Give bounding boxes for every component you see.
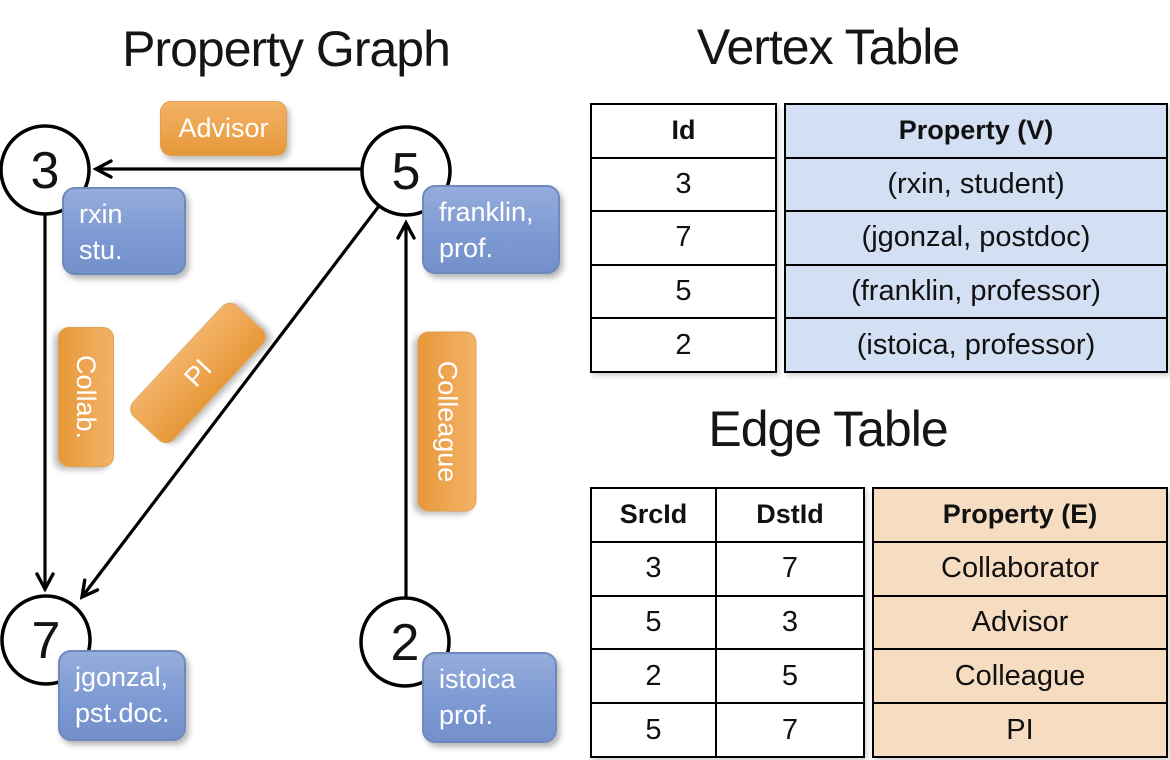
vertex-table-property-column: Property (V) (rxin, student) (jgonzal, p…	[784, 103, 1168, 373]
edge-table-row: 5 3	[592, 594, 863, 649]
edge-table-src-cell: 5	[592, 704, 717, 756]
edge-table-row: 5 7	[592, 702, 863, 756]
edge-table-dst-cell: 7	[781, 713, 799, 746]
vertex-table-id-header: Id	[671, 115, 696, 146]
edge-label-colleague: Colleague	[417, 331, 477, 512]
edge-5-to-7	[79, 205, 381, 600]
edge-table-dstid-header: DstId	[756, 499, 824, 530]
vertex-table-id-column: Id 3 7 5 2	[590, 103, 777, 373]
edge-table-property-cell: PI	[874, 702, 1166, 756]
edge-table-dst-cell: 3	[781, 605, 799, 638]
edge-table-property-cell: Colleague	[874, 648, 1166, 702]
edge-label-collab: Collab.	[58, 327, 114, 467]
vertex-table-property-cell: (rxin, student)	[786, 156, 1166, 211]
vertex-table-property-cell: (franklin, professor)	[786, 263, 1166, 318]
edge-table-property-cell: Collaborator	[874, 540, 1166, 595]
vertex-table-id-cell: 7	[592, 210, 775, 264]
vertex-table-property-cell: (jgonzal, postdoc)	[786, 210, 1166, 264]
vertex-node-3-id: 3	[31, 142, 60, 200]
vertex-callout-2-line2: prof.	[439, 700, 494, 731]
edge-table-header-row: SrcId DstId	[592, 489, 863, 541]
vertex-callout-7-line2: pst.doc.	[75, 698, 170, 729]
edge-table-src-cell: 5	[592, 596, 717, 649]
edge-table-src-cell: 2	[592, 650, 717, 703]
vertex-callout-5: franklin, prof.	[422, 185, 560, 274]
edge-table-dst-cell: 7	[781, 552, 799, 585]
vertex-node-5-id: 5	[392, 143, 421, 201]
vertex-callout-3: rxin stu.	[62, 187, 186, 275]
edge-label-advisor: Advisor	[160, 101, 287, 156]
edge-table-id-columns: SrcId DstId 3 7 5 3 2 5 5 7	[590, 487, 865, 758]
vertex-node-2-id: 2	[391, 614, 420, 672]
edge-table-property-cell: Advisor	[874, 594, 1166, 649]
vertex-callout-5-line2: prof.	[439, 233, 494, 264]
vertex-table-property-cell: (istoica, professor)	[786, 317, 1166, 371]
edge-table-dst-cell: 5	[781, 659, 799, 692]
vertex-callout-3-line2: stu.	[79, 235, 123, 266]
property-graph-title: Property Graph	[122, 21, 451, 77]
vertex-table-id-cell: 5	[592, 263, 775, 318]
vertex-callout-5-line1: franklin,	[439, 197, 534, 227]
vertex-node-7-id: 7	[32, 612, 61, 670]
edge-table-title: Edge Table	[708, 401, 948, 457]
vertex-table-id-cell: 2	[592, 317, 775, 371]
vertex-table-property-header: Property (V)	[898, 115, 1054, 146]
edge-table-property-column: Property (E) Collaborator Advisor Collea…	[872, 487, 1168, 758]
vertex-callout-7-line1: jgonzal,	[75, 662, 169, 692]
vertex-callout-2-line1: istoica	[439, 664, 516, 694]
vertex-callout-7: jgonzal, pst.doc.	[58, 650, 186, 741]
vertex-callout-2: istoica prof.	[422, 652, 557, 743]
edge-table-srcid-header: SrcId	[592, 489, 717, 541]
edge-table-row: 3 7	[592, 540, 863, 595]
edge-table-property-header: Property (E)	[942, 499, 1098, 530]
vertex-table-id-cell: 3	[592, 156, 775, 211]
edge-table-row: 2 5	[592, 648, 863, 703]
edge-table-src-cell: 3	[592, 542, 717, 595]
vertex-table-title: Vertex Table	[696, 19, 960, 75]
vertex-callout-3-line1: rxin	[79, 199, 123, 229]
